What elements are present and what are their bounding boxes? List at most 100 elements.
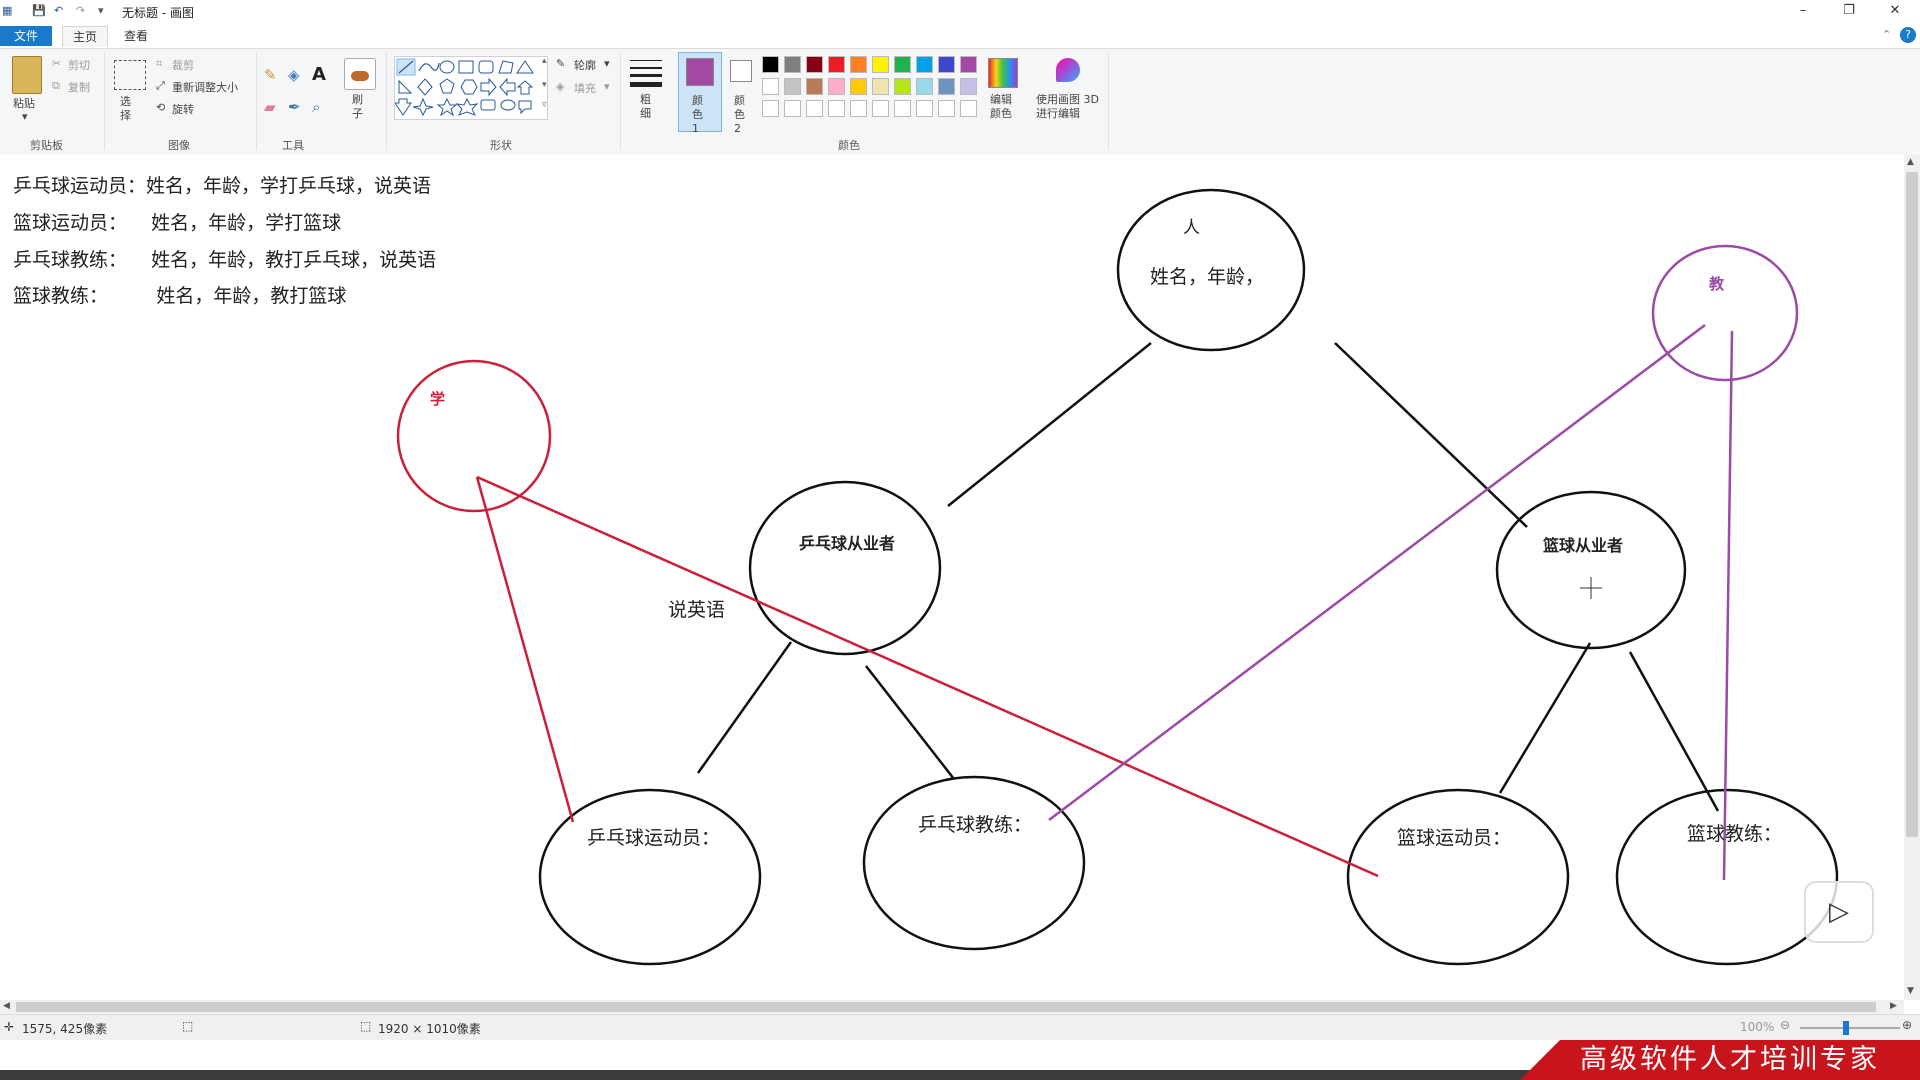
save-icon[interactable]: 💾 [32,4,46,17]
crop-icon[interactable]: ⌗ [156,57,163,70]
drawing-canvas[interactable]: 乒乓球运动员：姓名，年龄，学打乒乓球，说英语 篮球运动员： 姓名，年龄，学打篮球… [0,155,1904,1000]
undo-icon[interactable]: ↶ [54,4,64,17]
size-icon[interactable] [630,58,662,88]
paste-icon[interactable] [12,56,42,94]
zoom-in-icon[interactable]: ⊕ [1902,1018,1913,1032]
palette-swatch[interactable] [872,56,889,73]
copy-icon[interactable]: ⧉ [52,79,60,92]
scroll-up-icon[interactable]: ▲ [1907,157,1914,167]
note-line-1: 乒乓球运动员：姓名，年龄，学打乒乓球，说英语 [13,175,432,197]
scroll-left-icon[interactable]: ◀ [3,1001,10,1011]
palette-swatch[interactable] [762,56,779,73]
paint3d-button[interactable]: 使用画图 3D 进行编辑 [1036,93,1099,120]
select-icon[interactable] [114,60,146,90]
scroll-down-icon[interactable]: ▼ [1907,986,1914,996]
minimize-button[interactable]: – [1799,3,1807,18]
video-play-button[interactable]: ▷ [1804,881,1874,943]
eraser-icon[interactable]: ▰ [264,98,276,116]
gallery-expand-icon[interactable]: ▿ [542,100,547,110]
palette-swatch[interactable] [784,100,801,117]
palette-swatch[interactable] [784,56,801,73]
palette-swatch[interactable] [960,56,977,73]
horizontal-scroll-thumb[interactable] [16,1002,1876,1012]
palette-swatch[interactable] [938,100,955,117]
palette-swatch[interactable] [828,100,845,117]
palette-swatch[interactable] [894,100,911,117]
cut-icon[interactable]: ✂ [52,57,62,70]
zoom-out-icon[interactable]: ⊖ [1780,1018,1791,1032]
resize-icon[interactable]: ⤢ [156,79,165,92]
collapse-ribbon-icon[interactable]: ⌃ [1882,28,1892,41]
rotate-button[interactable]: 旋转 [172,103,194,116]
palette-swatch[interactable] [938,56,955,73]
pencil-icon[interactable]: ✎ [264,66,277,84]
text-tool-icon[interactable]: A [312,64,326,85]
color2-button[interactable] [728,52,754,130]
redo-icon[interactable]: ↷ [76,4,86,17]
fill-bucket-icon[interactable]: ◈ [288,66,300,84]
palette-swatch[interactable] [872,78,889,95]
node-person-ellipse [1116,188,1306,352]
paste-dropdown-icon[interactable]: ▾ [22,110,28,123]
note-line-3: 乒乓球教练： 姓名，年龄，教打乒乓球，说英语 [13,249,437,271]
outline-button[interactable]: 轮廓 [574,59,596,72]
tab-file[interactable]: 文件 [0,26,52,46]
edit-colors-icon[interactable] [988,58,1018,88]
gallery-scroll-up-icon[interactable]: ▴ [542,56,547,66]
palette-swatch[interactable] [872,100,889,117]
zoom-slider[interactable] [1800,1027,1900,1029]
brushes-icon[interactable] [344,58,376,90]
color-picker-icon[interactable]: ✒ [288,98,301,116]
palette-swatch[interactable] [806,100,823,117]
tab-view[interactable]: 查看 [124,29,149,43]
palette-swatch[interactable] [806,56,823,73]
edit-colors-button[interactable]: 编辑颜色 [990,93,1012,120]
gallery-scroll-down-icon[interactable]: ▾ [542,80,547,90]
palette-swatch[interactable] [916,78,933,95]
paint3d-icon[interactable] [1056,58,1080,82]
outline-dropdown-icon[interactable]: ▾ [604,57,610,70]
fill-dropdown-icon[interactable]: ▾ [604,80,610,93]
palette-swatch[interactable] [828,78,845,95]
zoom-slider-thumb[interactable] [1843,1021,1849,1035]
palette-swatch[interactable] [960,100,977,117]
tab-home[interactable]: 主页 [62,26,109,47]
outline-icon[interactable]: ✎ [556,57,566,70]
palette-swatch[interactable] [894,56,911,73]
customize-toolbar-icon[interactable]: ▾ [98,4,104,17]
cut-button[interactable]: 剪切 [68,59,90,72]
palette-swatch[interactable] [916,100,933,117]
rotate-icon[interactable]: ⟲ [156,101,166,114]
restore-button[interactable]: ❐ [1843,3,1855,18]
palette-swatch[interactable] [762,78,779,95]
paste-button[interactable]: 粘贴 [13,97,35,110]
crop-button[interactable]: 裁剪 [172,59,194,72]
palette-swatch[interactable] [938,78,955,95]
fill-icon[interactable]: ◈ [556,80,565,93]
copy-button[interactable]: 复制 [68,81,90,94]
palette-swatch[interactable] [784,78,801,95]
palette-swatch[interactable] [850,100,867,117]
vertical-scroll-thumb[interactable] [1906,172,1918,837]
shapes-gallery[interactable] [394,56,548,120]
palette-swatch[interactable] [762,100,779,117]
size-button[interactable]: 粗细 [640,93,651,120]
palette-swatch[interactable] [916,56,933,73]
color1-button[interactable] [678,52,722,132]
palette-swatch[interactable] [960,78,977,95]
resize-button[interactable]: 重新调整大小 [172,81,238,94]
palette-swatch[interactable] [806,78,823,95]
help-icon[interactable]: ? [1900,27,1916,43]
select-button[interactable]: 选择 [120,95,131,122]
palette-swatch[interactable] [828,56,845,73]
close-button[interactable]: ✕ [1889,3,1901,18]
magnifier-icon[interactable]: ⌕ [312,98,321,116]
node-pingpong-coach-text: 乒乓球教练： [918,814,1033,836]
palette-swatch[interactable] [894,78,911,95]
brushes-button[interactable]: 刷子 [352,93,363,120]
fill-button[interactable]: 填充 [574,82,596,95]
scroll-right-icon[interactable]: ▶ [1890,1001,1897,1011]
palette-swatch[interactable] [850,56,867,73]
palette-swatch[interactable] [850,78,867,95]
link-teach-basketball-coach [1722,330,1734,881]
